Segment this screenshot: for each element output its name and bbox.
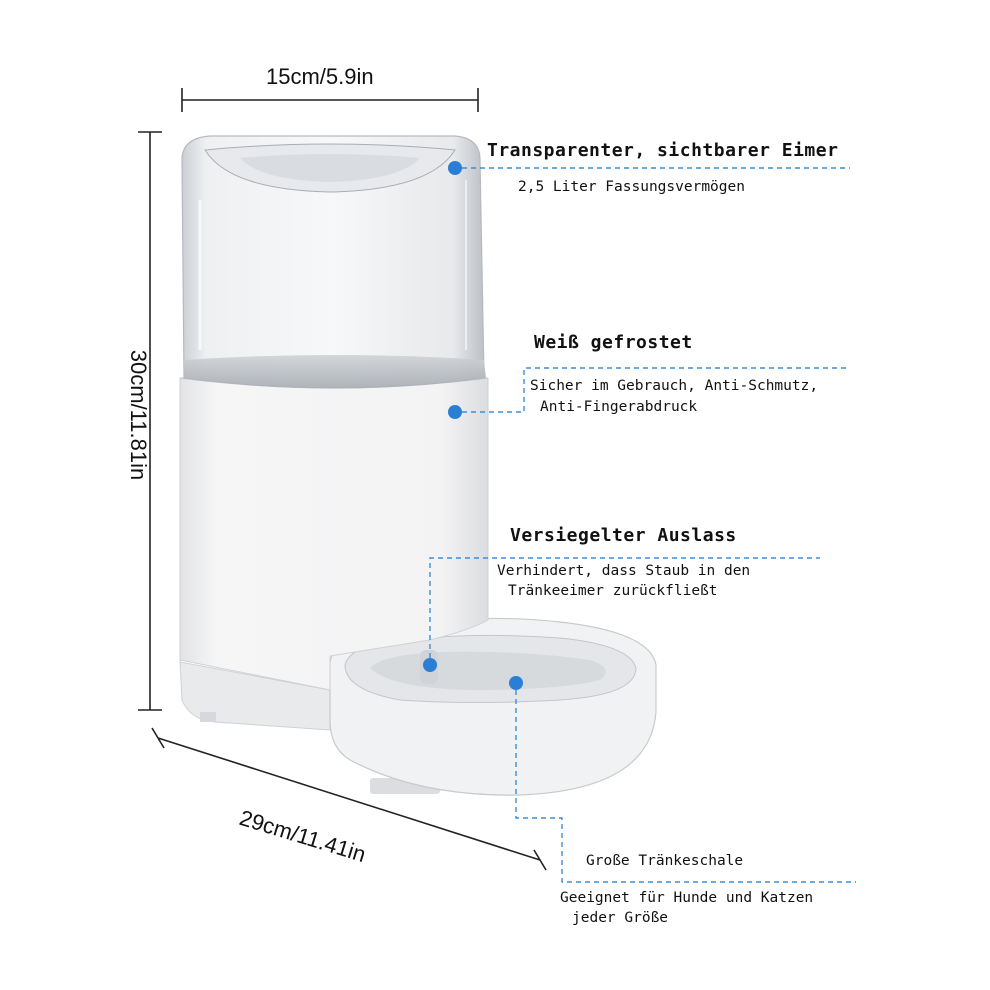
depth-dimension-line	[151, 727, 547, 871]
tank-marker-dot	[448, 161, 462, 175]
feature-bowl-desc-line1: Geeignet für Hunde und Katzen	[560, 890, 814, 906]
body-marker-dot	[448, 405, 462, 419]
feature-outlet-desc-line1: Verhindert, dass Staub in den	[497, 563, 751, 579]
bowl-leader-line	[515, 690, 856, 883]
body-leader-line	[462, 367, 848, 413]
feature-bowl-desc-line2: jeder Größe	[572, 910, 669, 926]
feature-outlet-desc-line2: Tränkeeimer zurückfließt	[508, 583, 718, 599]
feature-outlet-title: Versiegelter Auslass	[510, 525, 737, 546]
feature-tank-desc-line1: 2,5 Liter Fassungsvermögen	[518, 179, 745, 195]
outlet-marker-dot	[423, 658, 437, 672]
height-dimension-line	[138, 131, 162, 711]
feature-body-desc-line1: Sicher im Gebrauch, Anti-Schmutz,	[530, 378, 819, 394]
width-dimension-line	[181, 88, 479, 112]
feature-tank-title: Transparenter, sichtbarer Eimer	[487, 140, 839, 161]
feature-body-desc-line2: Anti-Fingerabdruck	[540, 399, 698, 415]
outlet-leader-line	[429, 557, 820, 658]
feature-body-title: Weiß gefrostet	[534, 332, 693, 353]
width-dimension-label: 15cm/5.9in	[266, 64, 374, 89]
bowl-marker-dot	[509, 676, 523, 690]
drinking-bowl	[329, 617, 657, 796]
transparent-tank	[181, 135, 486, 389]
feature-bowl-title: Große Tränkeschale	[586, 853, 744, 869]
height-dimension-label: 30cm/11.81in	[126, 349, 151, 481]
